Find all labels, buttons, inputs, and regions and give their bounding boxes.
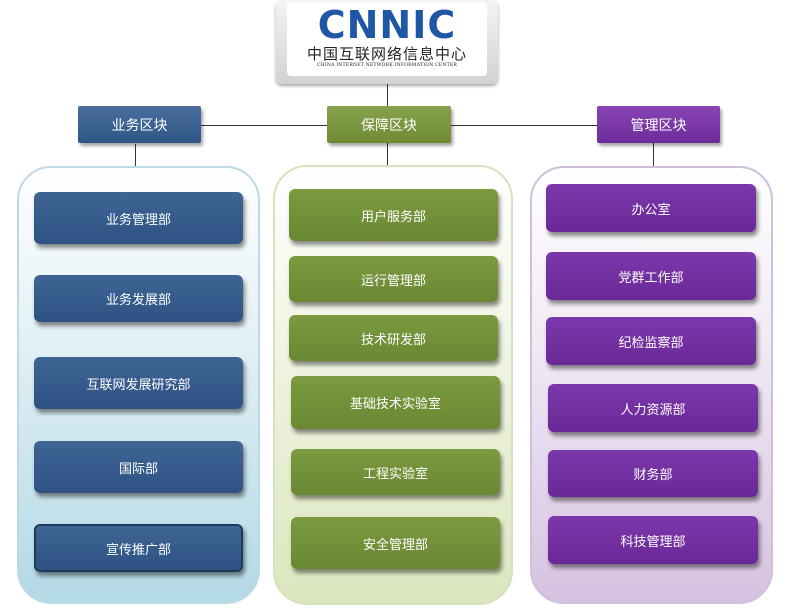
logo-wordmark: CNNIC [317,3,457,47]
logo-chinese-name: 中国互联网络信息中心 [306,45,467,63]
connector-middle-down [387,143,388,165]
connector-left-down [135,144,136,166]
dept-engineering-lab[interactable]: 工程实验室 [291,449,500,495]
dept-business-development[interactable]: 业务发展部 [34,275,243,322]
dept-security-management[interactable]: 安全管理部 [291,517,500,569]
dept-party-affairs[interactable]: 党群工作部 [546,252,756,300]
dept-basic-tech-lab[interactable]: 基础技术实验室 [291,376,500,429]
dept-discipline-inspection[interactable]: 纪检监察部 [546,317,756,365]
dept-tech-rnd[interactable]: 技术研发部 [289,315,498,361]
logo-english-name: CHINA INTERNET NETWORK INFORMATION CENTE… [316,63,458,68]
dept-international[interactable]: 国际部 [34,441,243,493]
dept-office[interactable]: 办公室 [546,184,756,232]
dept-publicity-promotion[interactable]: 宣传推广部 [34,524,243,572]
header-business-block: 业务区块 [78,106,201,143]
dept-finance[interactable]: 财务部 [548,450,758,497]
connector-logo-down [387,84,388,106]
header-support-block: 保障区块 [327,106,451,143]
dept-technology-management[interactable]: 科技管理部 [548,516,758,564]
dept-user-service[interactable]: 用户服务部 [289,189,498,241]
cnnic-logo: CNNIC 中国互联网络信息中心 CHINA INTERNET NETWORK … [287,2,487,76]
dept-operations-management[interactable]: 运行管理部 [289,256,498,302]
dept-business-management[interactable]: 业务管理部 [34,192,243,244]
dept-internet-research[interactable]: 互联网发展研究部 [34,357,243,409]
dept-human-resources[interactable]: 人力资源部 [548,384,758,432]
header-management-block: 管理区块 [597,106,720,143]
connector-right-down [653,143,654,166]
